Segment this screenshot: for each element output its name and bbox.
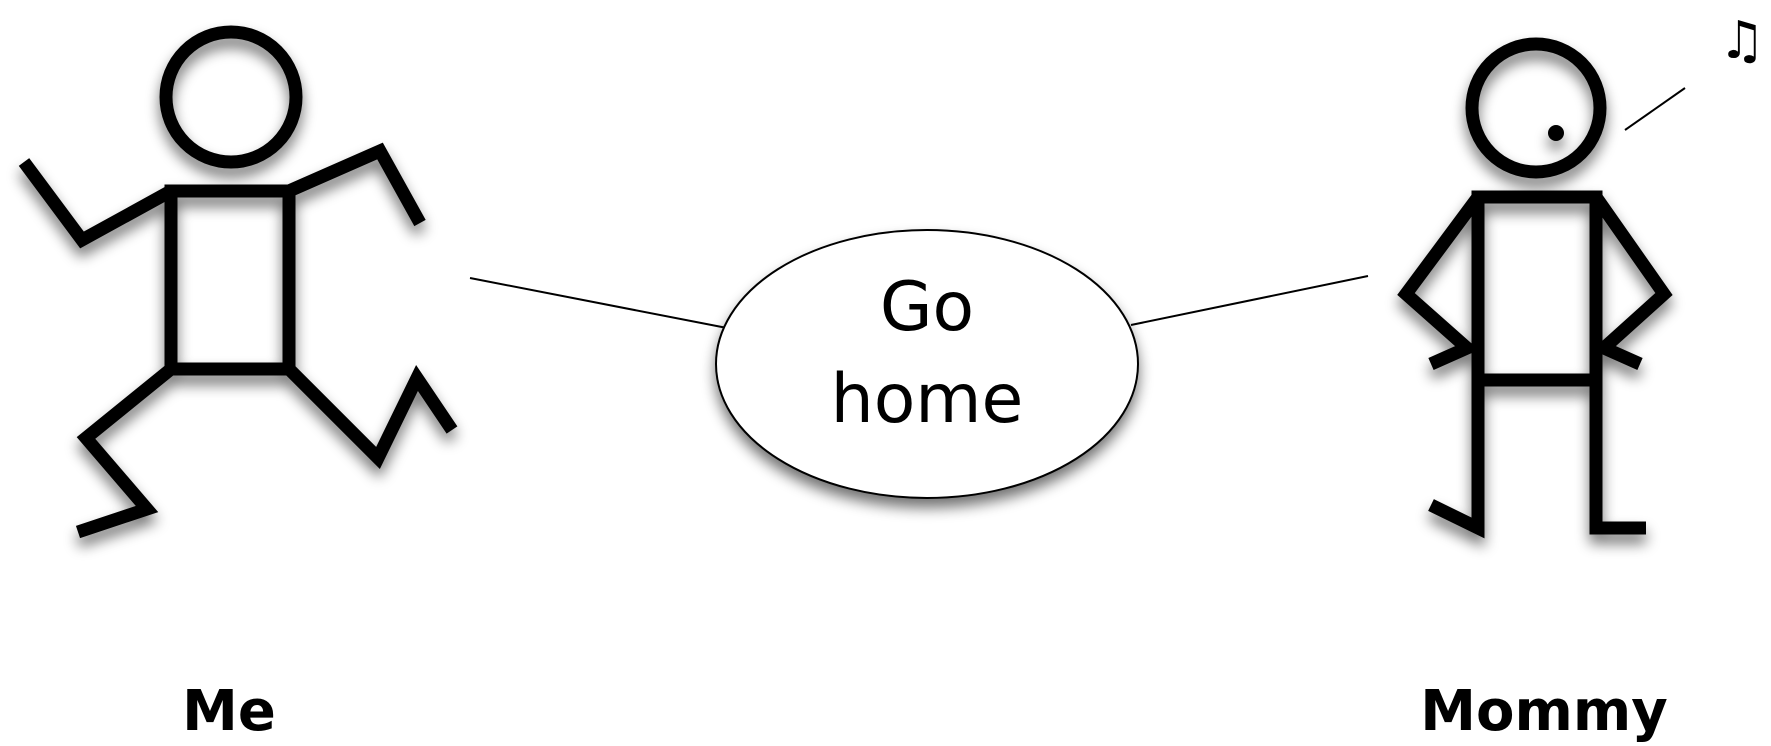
stick-figure-dancing-icon xyxy=(18,25,458,539)
actor-mommy-eye xyxy=(1548,125,1564,141)
use-case-label-line1: Go xyxy=(880,268,974,347)
singing-line xyxy=(1624,87,1686,131)
stick-figure-standing-icon xyxy=(1397,37,1673,539)
actor-me-body xyxy=(164,184,296,376)
actor-mommy-left-arm xyxy=(1397,193,1484,370)
actor-mommy-right-arm xyxy=(1590,193,1673,370)
actor-me-head xyxy=(159,25,303,169)
use-case[interactable]: Go home xyxy=(715,229,1139,499)
music-note-icon: ♫ xyxy=(1719,11,1766,71)
use-case-ellipse[interactable] xyxy=(715,229,1139,499)
use-case-label-line2: home xyxy=(831,360,1024,439)
actor-me-left-leg xyxy=(75,363,176,539)
actor-mommy-label: Mommy xyxy=(1420,679,1667,744)
actor-me-label: Me xyxy=(182,679,276,744)
actor-me xyxy=(18,25,458,539)
actor-me-right-leg xyxy=(284,364,458,470)
actor-mommy-left-leg xyxy=(1428,380,1485,539)
actor-mommy-head xyxy=(1465,37,1607,179)
actor-mommy-right-leg xyxy=(1589,380,1646,535)
actor-me-right-arm xyxy=(286,142,426,227)
association-line-me xyxy=(469,277,728,329)
actor-mommy xyxy=(1397,37,1673,539)
actor-me-left-arm xyxy=(18,158,175,249)
actor-mommy-body xyxy=(1471,190,1603,387)
association-line-mommy xyxy=(1130,275,1369,326)
